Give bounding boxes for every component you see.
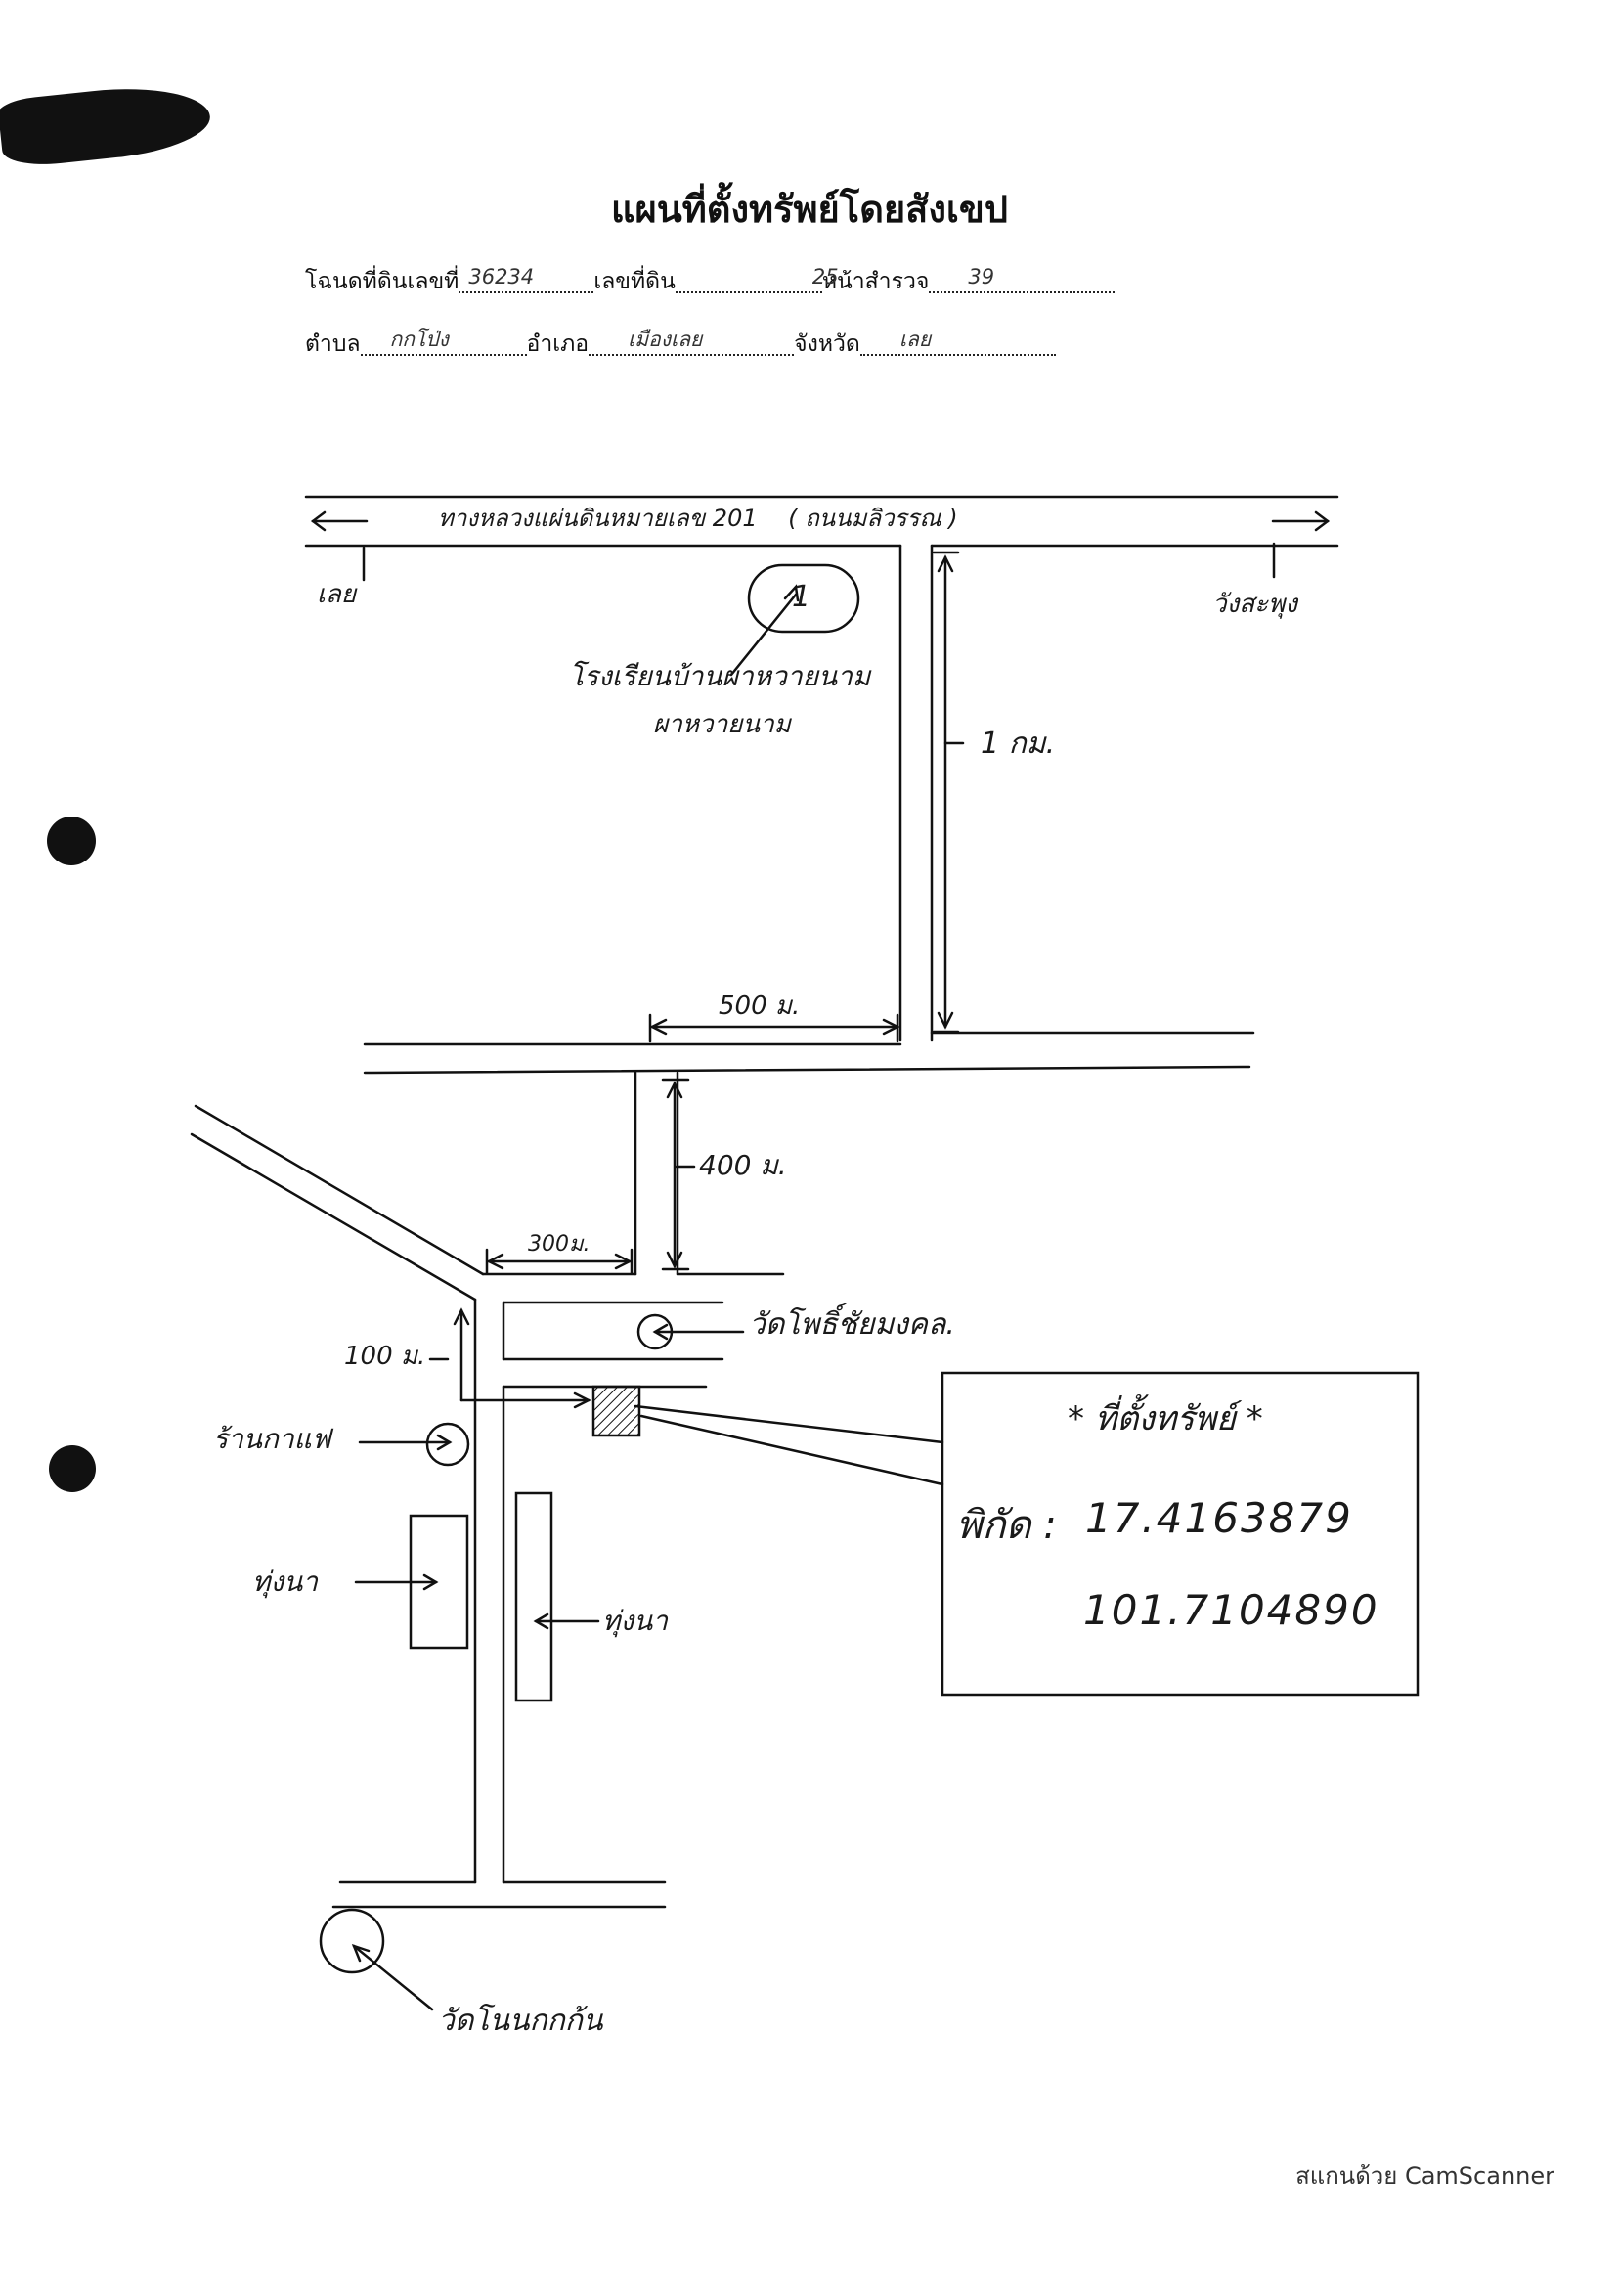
province-label: จังหวัด	[794, 331, 860, 357]
road-diag-top	[194, 1104, 485, 1276]
distance-300m-label: 300ม.	[528, 1232, 591, 1257]
deed-label: โฉนดที่ดินเลขที่	[305, 269, 459, 294]
rice-field-right-label: ทุ่งนา	[602, 1605, 668, 1637]
survey-value: 39	[968, 265, 995, 288]
latitude-value: 17.4163879	[1085, 1494, 1353, 1542]
scanner-watermark: สแกนด้วย CamScanner	[1295, 2162, 1554, 2189]
district-value: เมืองเลย	[628, 328, 703, 351]
to-right-label: วังสะพุง	[1212, 590, 1297, 619]
temple-2-circle	[319, 1908, 385, 1974]
school-oval	[747, 563, 860, 634]
road-h1-bottom	[363, 1065, 1251, 1075]
district-label: อำเภอ	[526, 331, 590, 357]
coffee-shop-label: ร้านกาแฟ	[213, 1423, 331, 1455]
temple-2-label: วัดโนนกกก้น	[438, 2004, 603, 2038]
coffee-shop-circle	[425, 1422, 470, 1467]
survey-label: หน้าสำรวจ	[821, 269, 930, 294]
highway-label: ทางหลวงแผ่นดินหมายเลข 201 ( ถนนมลิวรรณ )	[438, 505, 958, 532]
property-box	[941, 1371, 1420, 1697]
land-no-label: เลขที่ดิน	[593, 269, 676, 294]
deed-value: 36234	[468, 265, 535, 288]
page-title: แผนที่ตั้งทรัพย์โดยสังเขป	[611, 187, 1008, 231]
hole-punch-bottom	[49, 1445, 96, 1492]
to-left-label: เลย	[317, 580, 357, 609]
distance-500m-label: 500 ม.	[719, 992, 801, 1021]
property-marker	[591, 1385, 641, 1437]
distance-100m-label: 100 ม.	[344, 1342, 426, 1371]
hole-punch-top	[47, 817, 96, 865]
star-icon: *	[1246, 1399, 1263, 1438]
subdistrict-value: กกโป่ง	[389, 328, 449, 351]
distance-400m-label: 400 ม.	[699, 1149, 787, 1181]
star-icon: *	[1068, 1399, 1084, 1438]
school-marker-number: 1	[792, 580, 811, 614]
temple-1-label: วัดโพธิ์ชัยมงคล.	[749, 1307, 955, 1342]
coordinate-label: พิกัด :	[956, 1503, 1057, 1548]
road-diag-bottom	[190, 1132, 477, 1302]
distance-1km-label: 1 กม.	[981, 727, 1056, 761]
subdistrict-label: ตำบล	[305, 331, 361, 357]
land-no-value: 25	[811, 265, 839, 288]
longitude-value: 101.7104890	[1083, 1586, 1379, 1634]
school-label-line2: ผาหวายนาม	[653, 710, 791, 739]
property-title: * ที่ตั้งทรัพย์ *	[1068, 1399, 1263, 1438]
province-value: เลย	[898, 328, 932, 351]
rice-field-left-label: ทุ่งนา	[252, 1566, 318, 1598]
form-row-2: ตำบล กกโป่ง อำเภอ เมืองเลย จังหวัด เลย	[305, 329, 1056, 356]
rice-field-right-rect	[514, 1491, 553, 1702]
school-label-line1: โรงเรียนบ้านผาหวายนาม	[569, 660, 871, 692]
